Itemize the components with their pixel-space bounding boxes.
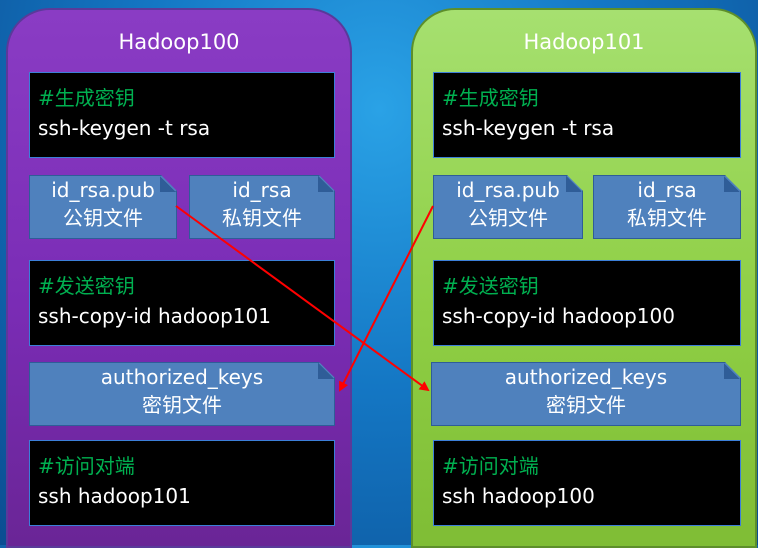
- left-keygen-box: #生成密钥 ssh-keygen -t rsa: [29, 72, 335, 158]
- right-copy-id-box: #发送密钥 ssh-copy-id hadoop100: [433, 260, 741, 346]
- right-copy-id-command: ssh-copy-id hadoop100: [442, 304, 675, 328]
- left-authorized-keys-file: authorized_keys 密钥文件: [29, 362, 335, 426]
- left-pub-key-name: id_rsa.pub: [51, 178, 155, 202]
- arrow-right-pub-to-left-auth: [339, 205, 434, 392]
- left-authorized-keys-name: authorized_keys: [100, 365, 264, 389]
- left-copy-id-comment: #发送密钥: [38, 274, 135, 298]
- left-pub-key-desc: 公钥文件: [63, 206, 143, 230]
- left-authorized-keys-desc: 密钥文件: [142, 393, 222, 417]
- right-keygen-box: #生成密钥 ssh-keygen -t rsa: [433, 72, 741, 158]
- left-pub-key-file: id_rsa.pub 公钥文件: [29, 175, 177, 239]
- arrow-left-pub-to-right-auth: [175, 205, 430, 392]
- left-ssh-box: #访问对端 ssh hadoop101: [29, 440, 335, 526]
- right-authorized-keys-file: authorized_keys 密钥文件: [431, 362, 741, 426]
- right-ssh-comment: #访问对端: [442, 454, 539, 478]
- left-keygen-comment: #生成密钥: [38, 86, 135, 110]
- right-pub-key-file: id_rsa.pub 公钥文件: [433, 175, 583, 239]
- right-copy-id-comment: #发送密钥: [442, 274, 539, 298]
- right-ssh-box: #访问对端 ssh hadoop100: [433, 440, 741, 526]
- left-keygen-command: ssh-keygen -t rsa: [38, 116, 211, 140]
- left-private-key-desc: 私钥文件: [222, 206, 302, 230]
- left-copy-id-box: #发送密钥 ssh-copy-id hadoop101: [29, 260, 335, 346]
- right-keygen-command: ssh-keygen -t rsa: [442, 116, 615, 140]
- right-authorized-keys-desc: 密钥文件: [546, 393, 626, 417]
- left-private-key-file: id_rsa 私钥文件: [189, 175, 335, 239]
- right-authorized-keys-name: authorized_keys: [504, 365, 668, 389]
- right-private-key-file: id_rsa 私钥文件: [593, 175, 741, 239]
- hadoop101-title: Hadoop101: [523, 30, 645, 54]
- left-private-key-name: id_rsa: [232, 178, 292, 202]
- left-copy-id-command: ssh-copy-id hadoop101: [38, 304, 271, 328]
- right-ssh-command: ssh hadoop100: [442, 484, 595, 508]
- right-keygen-comment: #生成密钥: [442, 86, 539, 110]
- right-pub-key-name: id_rsa.pub: [456, 178, 560, 202]
- right-private-key-desc: 私钥文件: [627, 206, 707, 230]
- right-pub-key-desc: 公钥文件: [468, 206, 548, 230]
- hadoop100-title: Hadoop100: [118, 30, 240, 54]
- left-ssh-command: ssh hadoop101: [38, 484, 191, 508]
- right-private-key-name: id_rsa: [637, 178, 697, 202]
- left-ssh-comment: #访问对端: [38, 454, 135, 478]
